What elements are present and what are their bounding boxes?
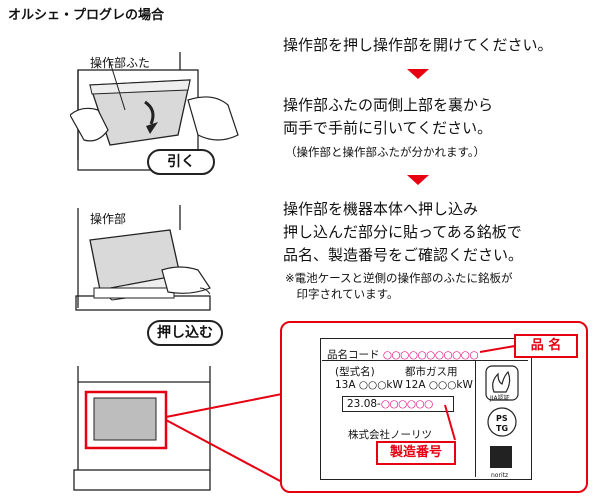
step-2-line-2: 両手で手前に引いてください。 [283,119,493,137]
serial-prefix: 23.08- [347,398,381,410]
step-3-line-1: 操作部を機器本体へ押し込み [283,200,479,218]
jia-mark: JIA認証 [490,395,510,402]
figure-pull-cover [70,52,239,171]
product-code-value: ○○○○○○○○○○○ [382,349,479,361]
serial-number-box: 23.08-○○○○○○ [342,396,454,412]
product-code-row: 品名コード ○○○○○○○○○○○ [327,347,479,362]
arrow-down-icon [407,69,429,79]
serial-value: ○○○○○○ [380,398,433,410]
step-3-line-2: 押し込んだ部分に貼ってある銘板で [283,223,522,241]
product-code-label: 品名コード [327,349,380,361]
step-3-line-3: 品名、製造番号をご確認ください。 [283,246,524,264]
ps-mark-top: PS [496,414,508,423]
arrow-down-icon [407,175,429,185]
model-label: (型式名) [335,366,375,378]
ps-mark-bottom: TG [496,424,509,433]
rating-12a: 12A ○○○kW [405,379,473,391]
certification-marks [485,365,519,468]
push-action-badge: 押し込む [147,320,223,346]
product-name-callout: 品 名 [514,334,578,358]
gas-type-label: 都市ガス用 [405,366,458,378]
pull-action-badge: 引く [147,149,215,175]
step-2-text: 操作部ふたの両側上部を裏から 両手で手前に引いてください。 [283,94,493,140]
step-2-note: （操作部と操作部ふたが分かれます。） [285,145,486,159]
step-2-line-1: 操作部ふたの両側上部を裏から [283,96,494,114]
step-1-line: 操作部を押し操作部を開けてください。 [283,36,553,54]
step-3-note-line-1: ※電池ケースと逆側の操作部のふたに銘板が [285,271,513,285]
figure-1-label: 操作部ふた [90,56,151,70]
page-title: オルシェ・プログレの場合 [8,8,165,23]
figure-push-panel [75,205,211,311]
step-3-note-line-2: 印字されています。 [285,287,399,301]
serial-number-callout: 製造番号 [376,441,456,465]
step-1-text: 操作部を押し操作部を開けてください。 [283,34,553,57]
certification-column [475,360,529,477]
callout-lines [444,345,516,441]
rating-13a: 13A ○○○kW [335,379,403,391]
figure-nameplate-location [73,366,280,491]
figure-2-label: 操作部 [90,212,127,226]
step-3-note: ※電池ケースと逆側の操作部のふたに銘板が 印字されています。 [285,270,513,302]
brand-mark: noritz [491,472,509,479]
company-name: 株式会社ノーリツ [348,429,432,441]
step-3-text: 操作部を機器本体へ押し込み 押し込んだ部分に貼ってある銘板で 品名、製造番号をご… [283,198,523,267]
nameplate-divider [322,360,528,361]
